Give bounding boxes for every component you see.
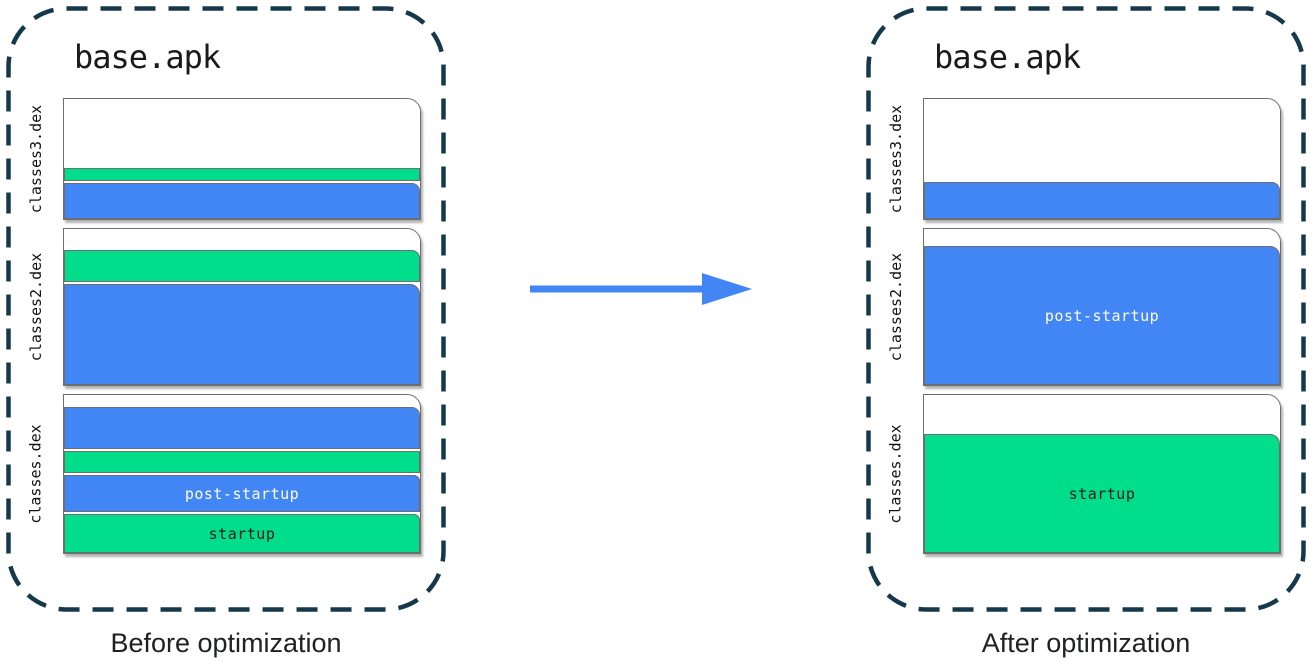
- dex-file: post-startup: [923, 228, 1281, 386]
- segment-blue: [64, 407, 420, 449]
- file-stack: classes3.dex classes2.dex classes.dex post-…: [27, 98, 421, 554]
- segment-white: [64, 229, 420, 248]
- segment-white: [924, 395, 1280, 432]
- file-row: classes.dex startup: [887, 394, 1281, 554]
- dex-file: [923, 98, 1281, 220]
- dashed-container-outline: [6, 6, 446, 612]
- file-label-text: classes3.dex: [887, 104, 905, 214]
- file-label-text: classes2.dex: [27, 252, 45, 362]
- apk-title: base.apk: [934, 38, 1081, 76]
- segment-green: [64, 168, 420, 181]
- before-caption: Before optimization: [110, 628, 342, 658]
- segment-green: [64, 451, 420, 473]
- file-label-text: classes.dex: [27, 424, 45, 524]
- file-row: classes3.dex: [887, 98, 1281, 220]
- segment-white: [64, 395, 420, 405]
- after-panel: base.apk classes3.dex classes2.dex post-st…: [866, 6, 1306, 612]
- segment-green: [64, 250, 420, 282]
- dex-file: [63, 228, 421, 386]
- file-label-text: classes.dex: [887, 424, 905, 524]
- dashed-container-outline: [866, 6, 1306, 612]
- arrow-right-icon: [530, 273, 752, 305]
- segment-green-startup: startup: [64, 514, 420, 553]
- dex-file: startup: [923, 394, 1281, 554]
- segment-white: [924, 99, 1280, 180]
- file-label-text: classes2.dex: [887, 252, 905, 362]
- file-row: classes2.dex: [27, 228, 421, 386]
- dex-file: [63, 98, 421, 220]
- segment-blue-post-startup: post-startup: [64, 475, 420, 512]
- segment-blue: [64, 284, 420, 385]
- file-row: classes3.dex: [27, 98, 421, 220]
- apk-title: base.apk: [74, 38, 221, 76]
- file-label-text: classes3.dex: [27, 104, 45, 214]
- segment-blue: [924, 182, 1280, 219]
- segment-white: [924, 229, 1280, 244]
- after-caption: After optimization: [981, 628, 1191, 658]
- segment-blue: [64, 183, 420, 219]
- segment-green-startup: startup: [924, 434, 1280, 553]
- file-row: classes2.dex post-startup: [887, 228, 1281, 386]
- segment-white: [64, 99, 420, 166]
- segment-blue-post-startup: post-startup: [924, 246, 1280, 385]
